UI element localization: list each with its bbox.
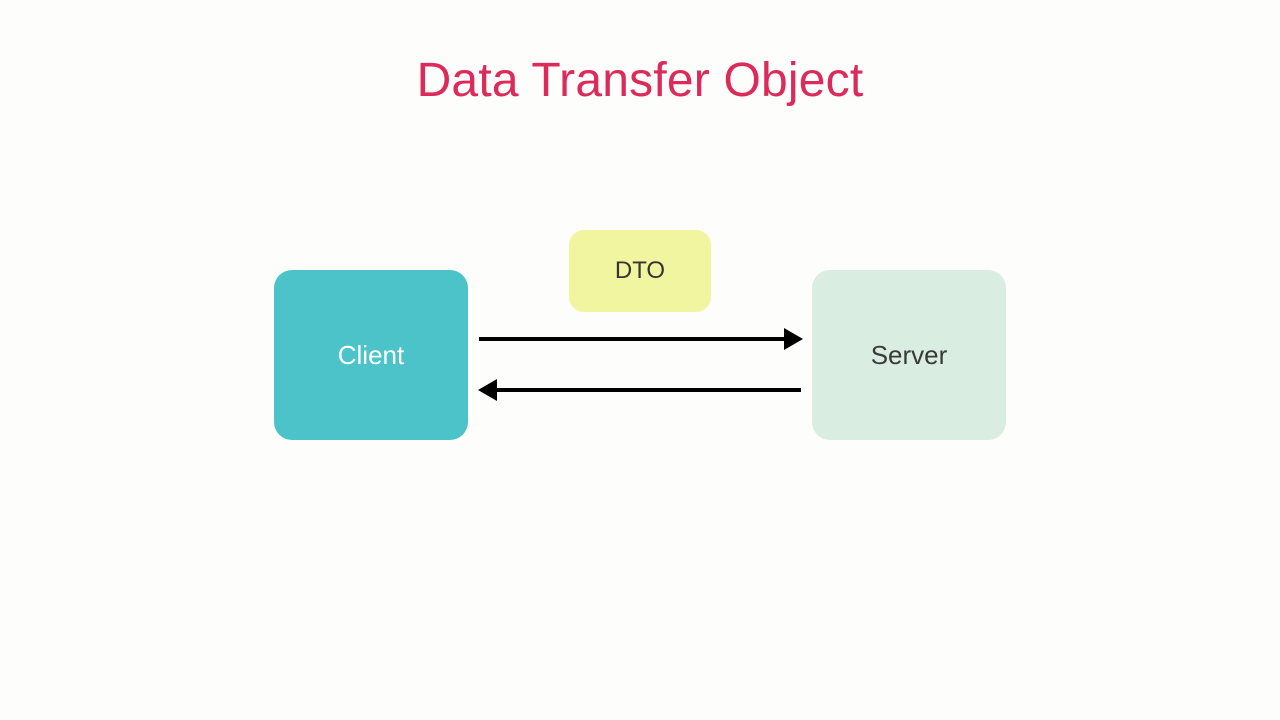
arrow-server-to-client	[478, 379, 801, 401]
node-dto-label: DTO	[614, 257, 666, 284]
node-client-label: Client	[337, 339, 405, 370]
arrow-client-to-server-head-icon	[784, 328, 803, 350]
page-title: Data Transfer Object	[416, 54, 864, 107]
node-client[interactable]: Client	[274, 270, 468, 440]
arrow-server-to-client-head-icon	[478, 379, 497, 401]
node-server-label: Server	[870, 339, 948, 370]
node-server[interactable]: Server	[812, 270, 1006, 440]
arrow-client-to-server	[479, 328, 803, 350]
node-dto[interactable]: DTO	[569, 230, 711, 312]
